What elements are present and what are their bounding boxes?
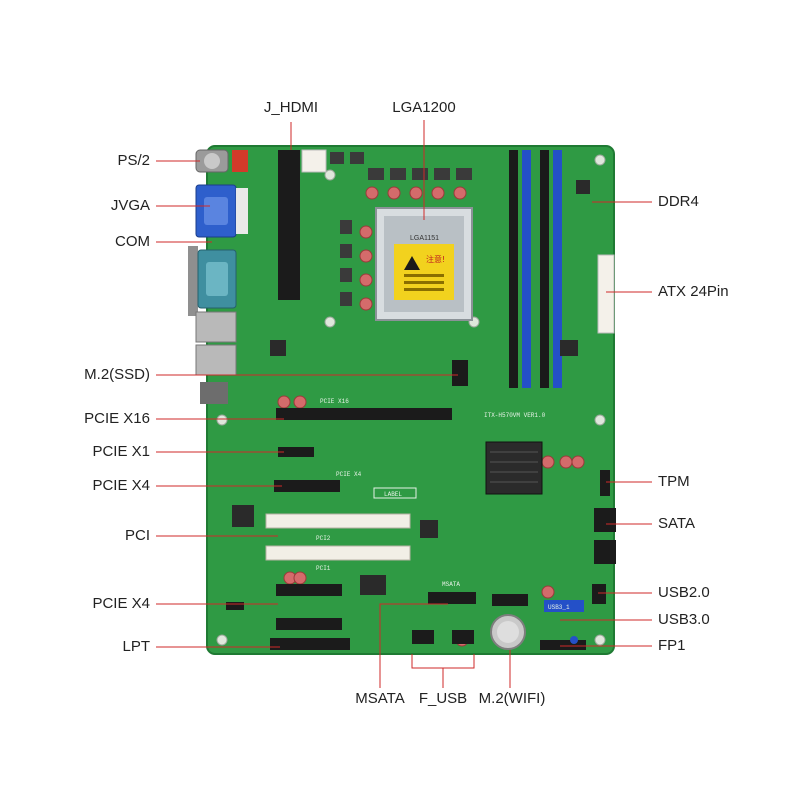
m2-wifi-slot bbox=[492, 594, 528, 606]
lan-port-2 bbox=[195, 344, 237, 376]
cpu-socket: LGA1151 注意! bbox=[375, 207, 473, 321]
blue-jumper bbox=[570, 636, 578, 644]
label-m2-ssd: M.2(SSD) bbox=[84, 366, 150, 383]
lpt-header bbox=[270, 638, 350, 650]
fp1-header bbox=[540, 640, 586, 650]
label-pcie-x4-bottom: PCIE X4 bbox=[92, 595, 150, 612]
label-pci: PCI bbox=[124, 527, 150, 544]
label-lga1200: LGA1200 bbox=[392, 99, 456, 116]
pcie-x4-top-slot bbox=[274, 480, 340, 492]
usb-silk: USB3_1 bbox=[548, 604, 570, 611]
label-silk: LABEL bbox=[384, 491, 402, 498]
pcie-x16-silk: PCIE X16 bbox=[320, 398, 349, 405]
vga-bracket bbox=[236, 188, 248, 234]
socket-silk: LGA1151 bbox=[410, 235, 439, 242]
com-port-upper bbox=[188, 246, 198, 316]
pcie-x1-slot bbox=[278, 447, 314, 457]
audio-jack bbox=[200, 382, 228, 404]
f-usb-header-1 bbox=[412, 630, 434, 644]
label-j-hdmi: J_HDMI bbox=[263, 99, 319, 116]
model-silk: ITX-H570VM VER1.0 bbox=[484, 412, 546, 419]
vrm-area bbox=[330, 152, 472, 306]
msata-slot bbox=[428, 592, 476, 604]
capacitors bbox=[277, 186, 585, 647]
label-sata: SATA bbox=[658, 515, 695, 532]
m2-ssd-slot bbox=[452, 360, 468, 386]
f-usb-header-2 bbox=[452, 630, 474, 644]
label-fp1: FP1 bbox=[658, 637, 686, 654]
rear-io bbox=[188, 149, 248, 404]
label-ddr4: DDR4 bbox=[658, 193, 699, 210]
pci-slot-1 bbox=[265, 513, 411, 529]
label-jvga: JVGA bbox=[110, 197, 150, 214]
chipset-heatsink bbox=[485, 441, 543, 495]
leader-lines bbox=[156, 120, 652, 688]
warning-text: 注意! bbox=[426, 254, 445, 264]
pci-silk: PCI2 bbox=[316, 535, 331, 542]
label-m2-wifi: M.2(WIFI) bbox=[478, 690, 546, 707]
usb30-header bbox=[544, 600, 584, 612]
label-msata: MSATA bbox=[355, 690, 405, 707]
label-usb20: USB2.0 bbox=[658, 584, 710, 601]
label-atx-24pin: ATX 24Pin bbox=[658, 283, 729, 300]
small-ics bbox=[232, 180, 590, 595]
header-small bbox=[226, 602, 244, 610]
label-pcie-x1: PCIE X1 bbox=[92, 443, 150, 460]
msata-silk: MSATA bbox=[442, 581, 460, 588]
lan-port-1 bbox=[195, 311, 237, 343]
label-com: COM bbox=[115, 233, 150, 250]
j-hdmi-header bbox=[278, 150, 300, 300]
label-ps2: PS/2 bbox=[117, 152, 150, 169]
label-lpt: LPT bbox=[122, 638, 150, 655]
pci-slot-2 bbox=[265, 545, 411, 561]
sata-port-1 bbox=[594, 508, 616, 532]
pcie-x16-slot bbox=[276, 408, 452, 420]
socket-warning-sticker bbox=[394, 244, 454, 300]
silk-box bbox=[373, 487, 417, 499]
ps2-header bbox=[232, 150, 248, 172]
label-pcie-x4-top: PCIE X4 bbox=[92, 477, 150, 494]
label-usb30: USB3.0 bbox=[658, 611, 710, 628]
pcie-x4-bottom-slot-2 bbox=[276, 618, 342, 630]
usb20-header bbox=[592, 584, 606, 604]
label-tpm: TPM bbox=[658, 473, 690, 490]
atx-12v bbox=[301, 149, 327, 173]
atx-24pin-connector bbox=[597, 254, 615, 334]
tpm-header bbox=[600, 470, 610, 496]
dimm-slots bbox=[509, 150, 562, 388]
label-f-usb: F_USB bbox=[418, 690, 468, 707]
sata-port-2 bbox=[594, 540, 616, 564]
pcie-x4-silk: PCIE X4 bbox=[336, 471, 362, 478]
label-pcie-x16: PCIE X16 bbox=[84, 410, 150, 427]
pcie-x4-bottom-slot bbox=[276, 584, 342, 596]
pci1-silk: PCI1 bbox=[316, 565, 331, 572]
